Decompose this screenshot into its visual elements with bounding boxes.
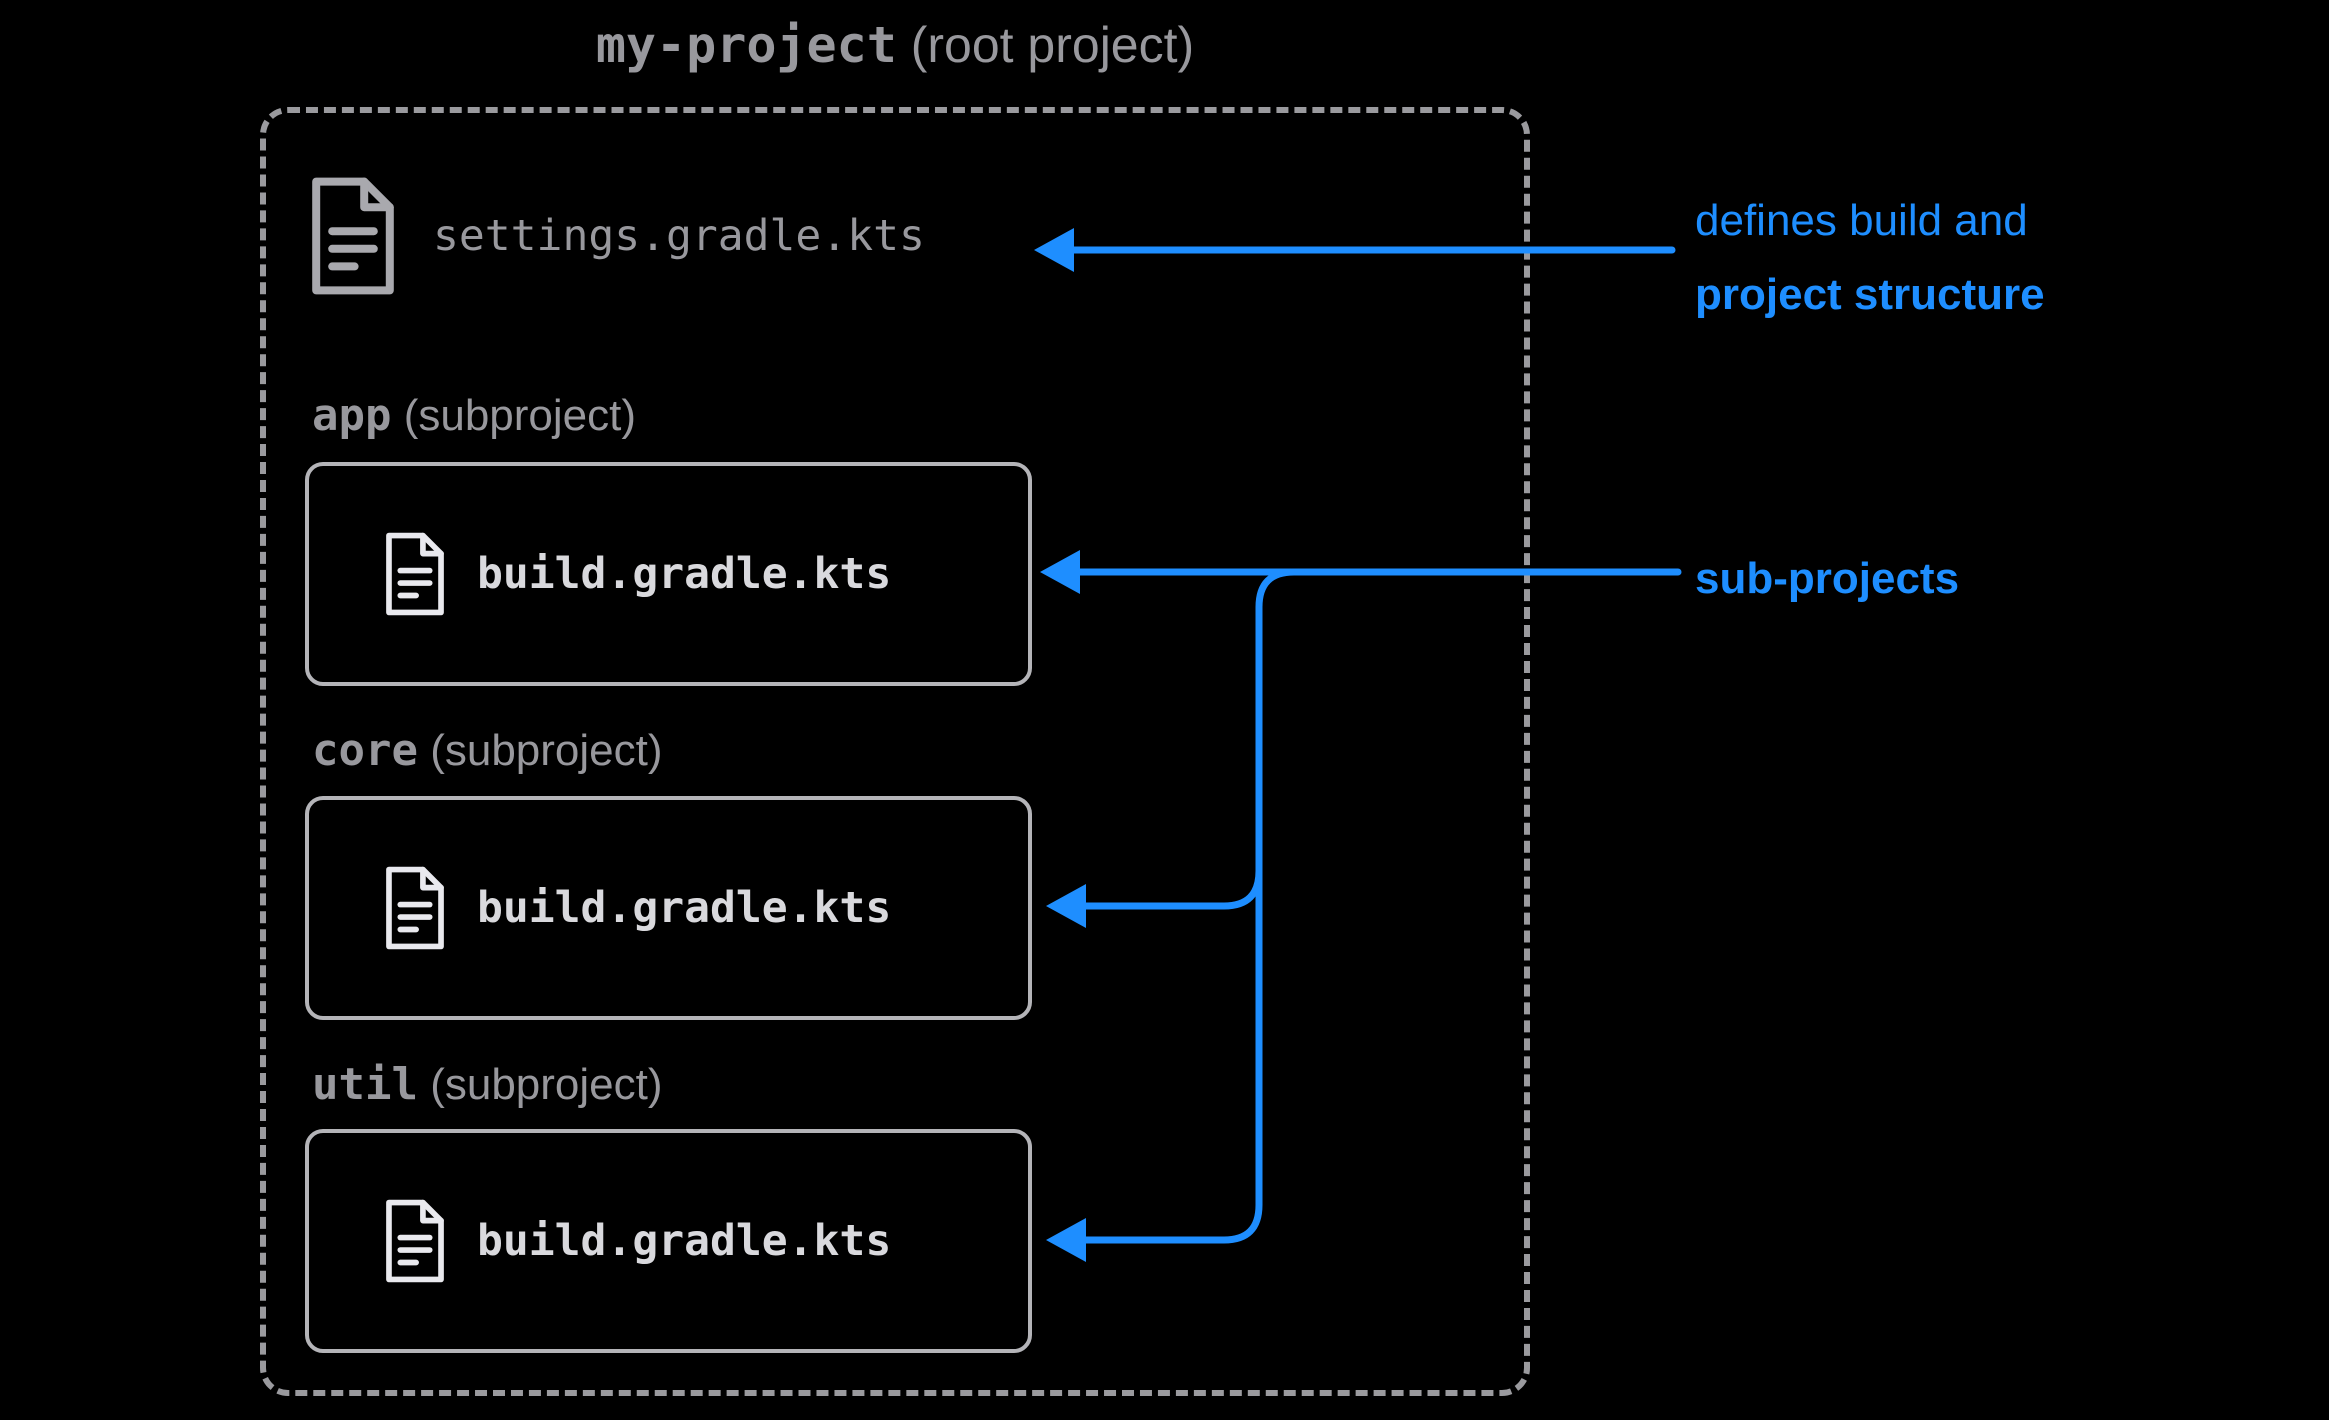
settings-file-label: settings.gradle.kts bbox=[433, 211, 925, 261]
subproject-label-app: app (subproject) bbox=[312, 390, 636, 441]
settings-annotation-line1: defines build and bbox=[1695, 196, 2028, 245]
subproject-box-core: build.gradle.kts bbox=[305, 796, 1032, 1020]
settings-file-row: settings.gradle.kts bbox=[305, 172, 925, 300]
settings-annotation: defines build and project structure bbox=[1695, 184, 2045, 332]
document-icon bbox=[381, 1198, 449, 1284]
subproject-box-app: build.gradle.kts bbox=[305, 462, 1032, 686]
subproject-label-util: util (subproject) bbox=[312, 1059, 663, 1110]
root-project-box bbox=[260, 107, 1530, 1396]
root-project-name: my-project bbox=[595, 16, 897, 74]
root-project-suffix: (root project) bbox=[896, 17, 1195, 73]
root-project-title: my-project (root project) bbox=[260, 16, 1530, 74]
build-file-label: build.gradle.kts bbox=[477, 883, 892, 933]
build-file-label: build.gradle.kts bbox=[477, 1216, 892, 1266]
subproject-name: util bbox=[312, 1059, 418, 1110]
subproject-label-core: core (subproject) bbox=[312, 725, 663, 776]
subproject-suffix: (subproject) bbox=[417, 726, 663, 775]
subproject-name: core bbox=[312, 725, 418, 776]
subproject-suffix: (subproject) bbox=[391, 391, 637, 440]
document-icon bbox=[381, 531, 449, 617]
document-icon bbox=[305, 172, 401, 300]
subprojects-annotation: sub-projects bbox=[1695, 554, 1960, 603]
subproject-box-util: build.gradle.kts bbox=[305, 1129, 1032, 1353]
subproject-name: app bbox=[312, 390, 392, 441]
settings-annotation-line2: project structure bbox=[1695, 270, 2045, 319]
build-file-label: build.gradle.kts bbox=[477, 549, 892, 599]
document-icon bbox=[381, 865, 449, 951]
subproject-suffix: (subproject) bbox=[417, 1060, 663, 1109]
